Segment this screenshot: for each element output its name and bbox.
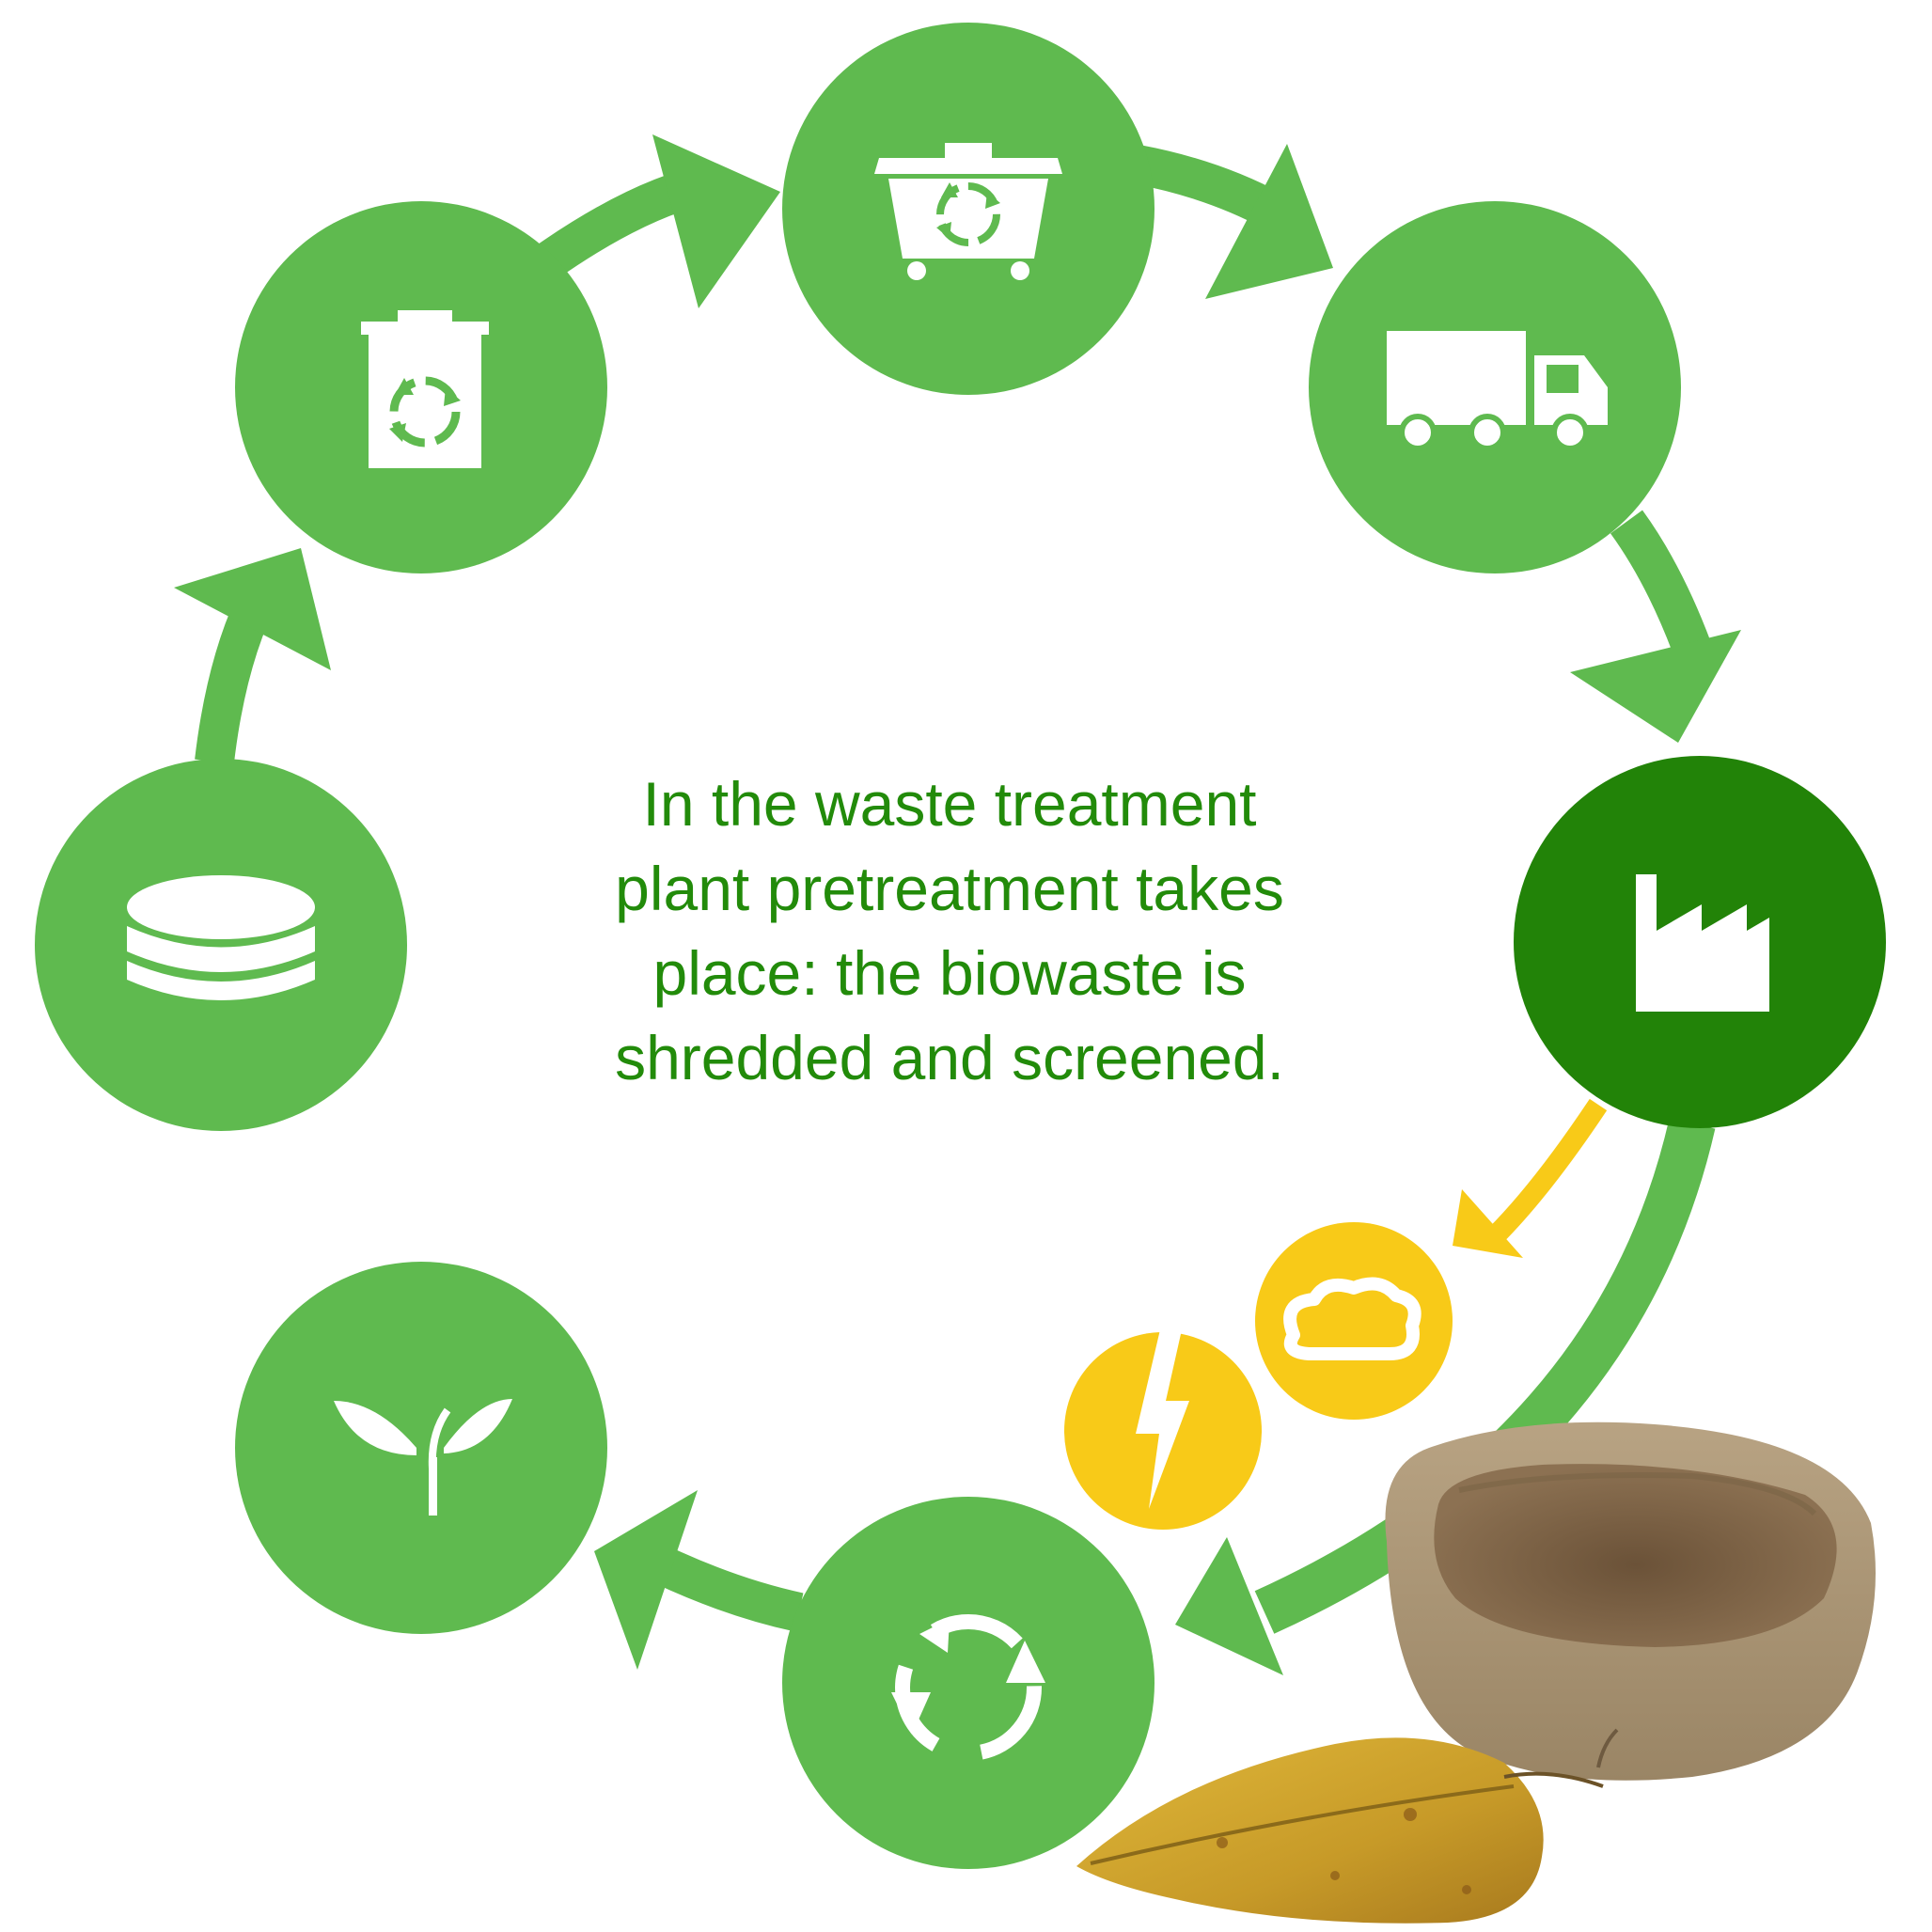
description-line-1: In the waste treatment — [642, 769, 1257, 839]
recycle-icon — [891, 1614, 1045, 1761]
biodegradable-bowl-photo — [1385, 1422, 1876, 1781]
recycle-mini-icon — [936, 182, 1000, 246]
biowaste-container-icon — [127, 875, 315, 1000]
byproduct-biogas — [1255, 1222, 1453, 1420]
arrow-step4-to-step5 — [1570, 510, 1741, 743]
byproduct-arrow — [1453, 1098, 1608, 1258]
step-circle-3 — [782, 23, 1154, 395]
kitchen-recycling-bin-icon — [361, 310, 489, 468]
arrow-step5-to-step6 — [1175, 1118, 1716, 1675]
electricity-lightning-icon — [1136, 1326, 1189, 1509]
description-line-3: place: the biowaste is — [652, 938, 1247, 1008]
description-line-4: shredded and screened. — [615, 1023, 1284, 1092]
step-description: In the waste treatment plant pretreatmen… — [526, 762, 1373, 1100]
step-circle-2 — [235, 201, 607, 573]
description-line-2: plant pretreatment takes — [615, 854, 1284, 923]
sprout-icon — [334, 1399, 512, 1516]
factory-icon — [1636, 874, 1769, 1012]
arrow-step6-to-step7 — [594, 1490, 804, 1670]
step-circle-6 — [782, 1497, 1154, 1869]
arrow-step2-to-step3 — [533, 134, 780, 308]
step-circle-5-active — [1514, 756, 1886, 1128]
wheelie-container-icon — [874, 143, 1062, 280]
cycle-arrows — [174, 134, 1741, 1675]
byproduct-electricity — [1064, 1326, 1262, 1530]
arrow-step1-to-step2 — [174, 548, 331, 764]
truck-icon — [1387, 331, 1608, 451]
step-circle-4 — [1309, 201, 1681, 573]
autumn-leaf-photo — [1076, 1737, 1604, 1924]
biogas-cloud-icon — [1283, 1277, 1422, 1360]
step-circle-7 — [235, 1262, 607, 1634]
arrow-step3-to-step4 — [1134, 144, 1333, 299]
step-circle-1 — [35, 759, 407, 1131]
